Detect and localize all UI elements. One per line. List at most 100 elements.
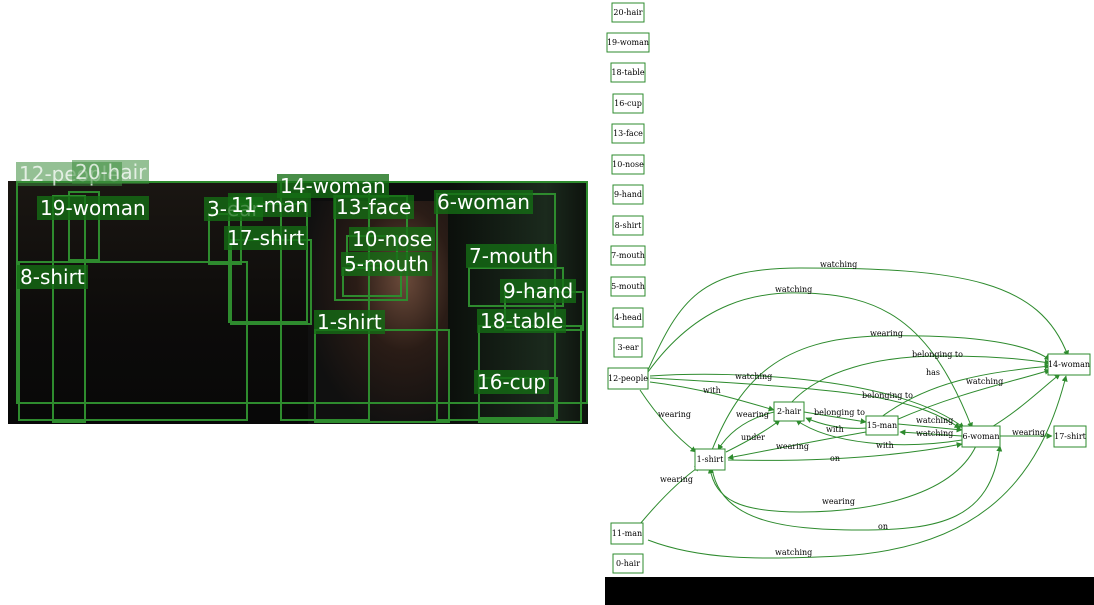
scene-label-5-mouth: 5-mouth — [341, 252, 432, 276]
node-12-people: 12-people — [607, 367, 649, 390]
edge-15man-1shirt-wearing — [727, 431, 867, 460]
edge-label: wearing — [776, 442, 809, 451]
edge-label: under — [741, 433, 765, 442]
svg-text:7-mouth: 7-mouth — [611, 251, 645, 260]
edge-label: belonging to — [912, 350, 963, 359]
edge-label: watching — [775, 285, 812, 294]
node-16-cup: 16-cup — [612, 93, 644, 114]
edge-15man-2hair-with — [805, 417, 869, 429]
edge-1shirt-6woman-on2 — [711, 445, 1003, 531]
scene-label-16-cup: 16-cup — [474, 370, 550, 394]
edge-11man-1shirt-wearing — [639, 465, 701, 525]
edge-label: watching — [775, 548, 812, 557]
node-13-face: 13-face — [611, 123, 645, 144]
scene-label-20-hair: 20-hair — [72, 160, 150, 184]
edge-1shirt-14woman-wearing — [711, 335, 1051, 451]
scene-label-8-shirt: 8-shirt — [17, 265, 88, 289]
svg-text:4-head: 4-head — [614, 313, 642, 322]
edge-6woman-14woman-watching — [989, 373, 1061, 429]
scene-label-7-mouth: 7-mouth — [466, 244, 557, 268]
scene-label-18-table: 18-table — [477, 309, 567, 333]
edge-label: with — [876, 441, 894, 450]
edge-15man-6woman-watching — [897, 423, 963, 433]
bottom-black-bar — [605, 577, 1094, 605]
edge-label: on — [830, 454, 840, 463]
node-14-woman: 14-woman — [1047, 353, 1091, 376]
edge-2hair-1shirt-wearing — [717, 411, 775, 451]
node-17-shirt: 17-shirt — [1053, 425, 1087, 448]
scene-label-11-man: 11-man — [228, 193, 312, 217]
svg-text:17-shirt: 17-shirt — [1054, 432, 1087, 441]
svg-text:8-shirt: 8-shirt — [615, 221, 642, 230]
svg-text:19-woman: 19-woman — [607, 38, 649, 47]
svg-text:2-hair: 2-hair — [777, 407, 801, 416]
svg-text:13-face: 13-face — [613, 129, 643, 138]
node-7-mouth: 7-mouth — [610, 245, 646, 266]
scene-label-1-shirt: 1-shirt — [314, 310, 385, 334]
svg-text:0-hair: 0-hair — [616, 559, 640, 568]
edge-label: wearing — [870, 329, 903, 338]
svg-text:12-people: 12-people — [608, 374, 648, 383]
scene-dark-left — [8, 181, 308, 424]
edge-label: on — [878, 522, 888, 531]
edge-6woman-15man-watching — [899, 429, 963, 437]
graph-nodes: 20-hair 19-woman 18-table 16-cup 13-face… — [606, 2, 1091, 574]
graph-edges — [639, 267, 1069, 559]
edge-6woman-2hair-with — [795, 419, 963, 446]
svg-text:14-woman: 14-woman — [1048, 360, 1090, 369]
edge-label: watching — [916, 416, 953, 425]
node-6-woman: 6-woman — [961, 425, 1001, 448]
svg-text:6-woman: 6-woman — [963, 432, 1000, 441]
svg-text:5-mouth: 5-mouth — [611, 282, 645, 291]
edge-12people-6woman-watching — [647, 292, 973, 429]
scene-label-19-woman: 19-woman — [37, 196, 149, 220]
edge-1shirt-6woman-on — [727, 442, 963, 461]
edge-1shirt-2hair-under — [725, 419, 781, 453]
edge-label: watching — [820, 260, 857, 269]
svg-text:20-hair: 20-hair — [613, 8, 642, 17]
edge-12people-1shirt-wearing — [639, 389, 697, 453]
edge-label: wearing — [658, 410, 691, 419]
edge-12people-2hair-belonging — [649, 377, 961, 429]
node-11-man: 11-man — [610, 522, 644, 545]
node-1-shirt: 1-shirt — [694, 448, 726, 471]
edge-label: with — [826, 425, 844, 434]
edge-label: belonging to — [862, 391, 913, 400]
edge-label: watching — [966, 377, 1003, 386]
bbox-20-hair — [68, 191, 100, 261]
node-19-woman: 19-woman — [606, 32, 650, 53]
svg-text:16-cup: 16-cup — [614, 99, 642, 108]
edge-15man-14woman-has — [879, 363, 1051, 419]
node-4-head: 4-head — [612, 307, 644, 328]
edge-label: wearing — [822, 497, 855, 506]
bbox-8-shirt — [18, 261, 248, 421]
node-10-nose: 10-nose — [611, 154, 645, 175]
node-3-ear: 3-ear — [613, 337, 643, 358]
edge-label: wearing — [660, 475, 693, 484]
edge-label: watching — [916, 429, 953, 438]
edge-11man-14woman-watching — [647, 375, 1068, 559]
edge-12people-6woman-watching2 — [649, 373, 965, 429]
svg-text:1-shirt: 1-shirt — [697, 455, 724, 464]
edge-label: watching — [735, 372, 772, 381]
edge-label: wearing — [1012, 428, 1045, 437]
edge-12people-2hair-with — [649, 381, 775, 412]
scene-label-10-nose: 10-nose — [349, 227, 436, 251]
scene-label-9-hand: 9-hand — [500, 279, 577, 303]
svg-text:11-man: 11-man — [612, 529, 642, 538]
node-15-man: 15-man — [865, 415, 899, 436]
edge-label: with — [703, 386, 721, 395]
svg-text:10-nose: 10-nose — [612, 160, 644, 169]
graph-edge-labels: watching watching wearing belonging to h… — [658, 260, 1045, 557]
node-0-hair: 0-hair — [612, 553, 644, 574]
svg-text:9-hand: 9-hand — [614, 190, 642, 199]
edge-label: wearing — [736, 410, 769, 419]
node-5-mouth: 5-mouth — [610, 276, 646, 297]
node-8-shirt: 8-shirt — [612, 215, 644, 236]
edge-2hair-15man-belonging — [803, 411, 867, 425]
svg-text:15-man: 15-man — [867, 421, 897, 430]
edge-2hair-14woman-belonging — [789, 355, 1051, 405]
node-18-table: 18-table — [610, 62, 646, 83]
scene-label-13-face: 13-face — [333, 195, 415, 219]
